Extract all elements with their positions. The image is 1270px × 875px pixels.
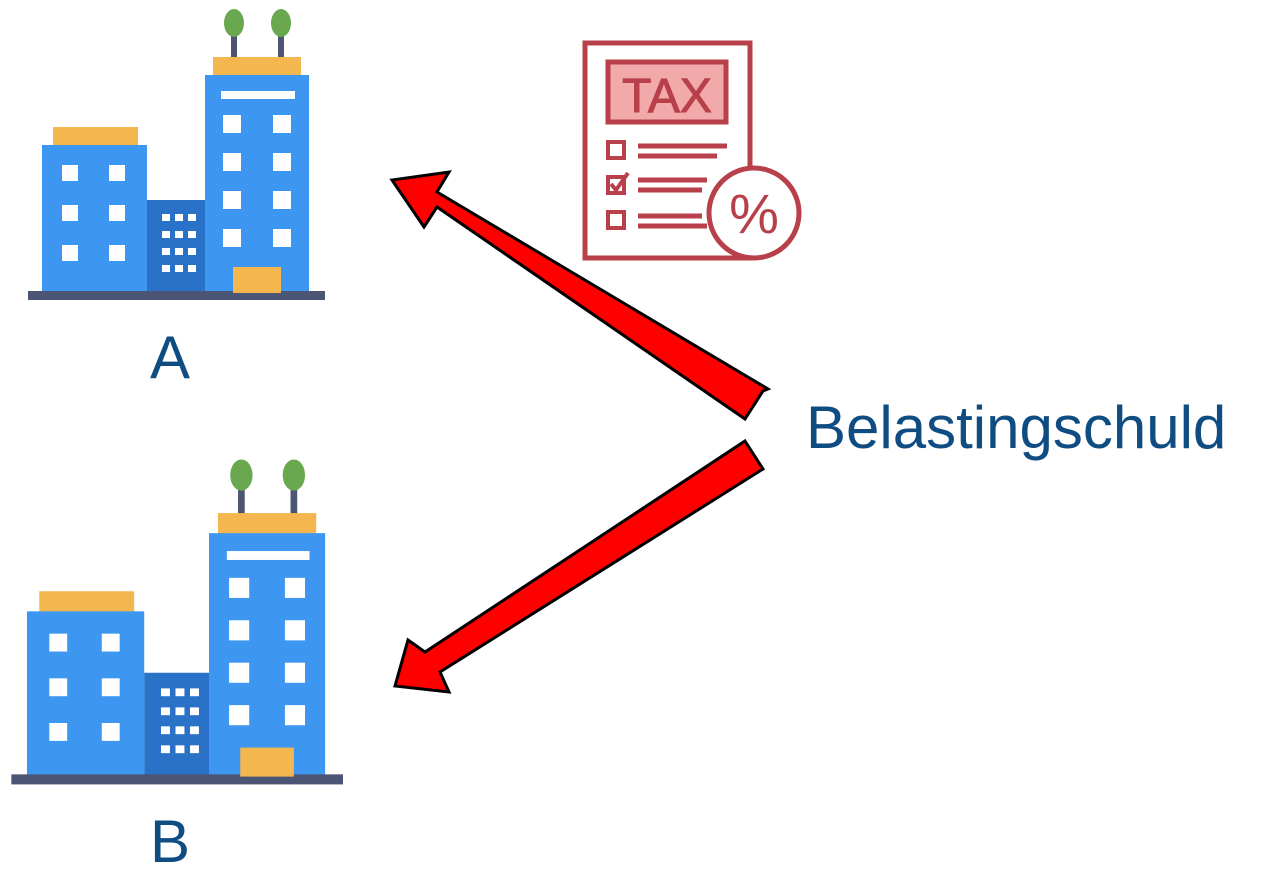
arrow-to-b-icon [393, 438, 766, 694]
building-b-icon [11, 459, 343, 785]
company-b-label: B [150, 808, 191, 875]
tax-document-icon: TAX % [582, 40, 802, 261]
building-a-icon [28, 9, 325, 300]
company-a-label: A [150, 324, 191, 391]
arrow-to-a-icon [389, 170, 772, 422]
tax-title: TAX [622, 70, 712, 123]
tax-debt-label: Belastingschuld [806, 394, 1227, 461]
tax-percent-symbol: % [729, 182, 779, 245]
